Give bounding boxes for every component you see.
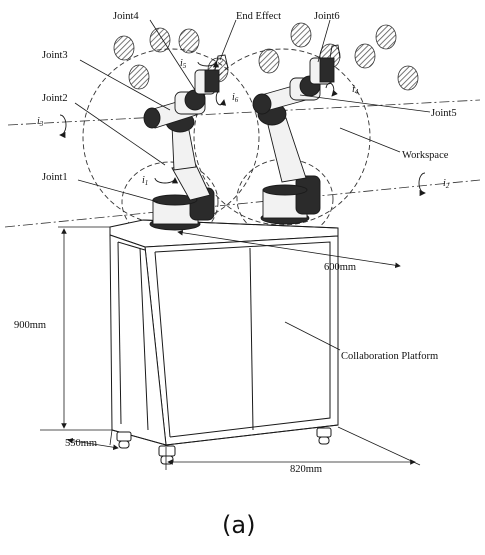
obstacle-marker — [375, 24, 397, 50]
leader-workspace — [339, 127, 401, 153]
axis-lines — [4, 99, 481, 228]
rotation-arrow-i1 — [154, 177, 179, 184]
platform-front — [144, 235, 339, 446]
label-collaboration-platform: Collaboration Platform — [341, 351, 438, 362]
wheel — [116, 431, 132, 442]
label-joint4: Joint4 — [113, 11, 139, 22]
label-axis-i6: i6 — [232, 92, 239, 104]
label-axis-i1: i1 — [142, 175, 148, 187]
obstacle-marker — [128, 64, 150, 90]
label-axis-i5: i5 — [180, 58, 187, 70]
figure-caption: (a) — [222, 511, 255, 539]
leader-joint6 — [317, 19, 331, 63]
rotation-arrow-i4 — [325, 82, 338, 97]
rotation-arrow-i3 — [59, 114, 67, 139]
obstacle-marker — [113, 35, 135, 61]
leader-joint1 — [77, 179, 159, 203]
label-workspace: Workspace — [402, 150, 449, 161]
workspace-circle-left-small — [121, 161, 219, 243]
label-joint3: Joint3 — [42, 50, 68, 61]
dim-550-line — [67, 437, 119, 451]
leader-joint4 — [149, 19, 196, 91]
leader-lines — [74, 19, 431, 351]
dim-600-line — [177, 229, 401, 269]
workspace-circle-right-large — [193, 48, 371, 226]
label-axis-i4: i4 — [352, 84, 359, 96]
rotation-arrows — [59, 61, 426, 197]
platform-wheels — [116, 427, 332, 465]
label-joint5: Joint5 — [431, 108, 457, 119]
labels: Joint4 End Effect Joint6 Joint3 Joint2 J… — [14, 11, 457, 539]
leader-joint2 — [74, 102, 166, 166]
label-joint6: Joint6 — [314, 11, 340, 22]
obstacle-marker — [354, 43, 376, 69]
label-joint1: Joint1 — [42, 172, 68, 183]
wheel — [158, 445, 176, 457]
leader-end-effect — [219, 19, 237, 61]
workspace-circle-right-small — [236, 158, 334, 240]
collaboration-platform — [109, 219, 339, 446]
label-end-effect: End Effect — [236, 11, 281, 22]
wheel — [316, 427, 332, 438]
label-axis-i3: i3 — [37, 116, 44, 128]
dim-robot-spacing: 600mm — [324, 262, 356, 273]
label-axis-i2: i2 — [443, 178, 450, 190]
obstacle-marker — [178, 28, 200, 54]
obstacle-marker — [290, 22, 312, 48]
rotation-arrow-i5 — [197, 61, 220, 68]
obstacle-marker — [258, 48, 280, 74]
robot-arm-right — [252, 44, 341, 225]
rotation-arrow-i6 — [215, 91, 227, 106]
obstacle-marker — [149, 27, 171, 53]
label-joint2: Joint2 — [42, 93, 68, 104]
dimension-lines — [40, 226, 421, 470]
dim-depth: 550mm — [65, 438, 97, 449]
robot-arm-left — [143, 54, 229, 231]
obstacle-marker — [397, 65, 419, 91]
dim-width: 820mm — [290, 464, 322, 475]
rotation-arrow-i2 — [418, 172, 426, 197]
axis-i2-line — [4, 179, 481, 228]
dim-height: 900mm — [14, 320, 46, 331]
obstacle-markers — [113, 22, 419, 91]
leader-joint3 — [79, 59, 171, 111]
axis-i3-line — [7, 99, 481, 126]
leader-joint5 — [299, 94, 431, 113]
leader-platform — [284, 321, 341, 351]
